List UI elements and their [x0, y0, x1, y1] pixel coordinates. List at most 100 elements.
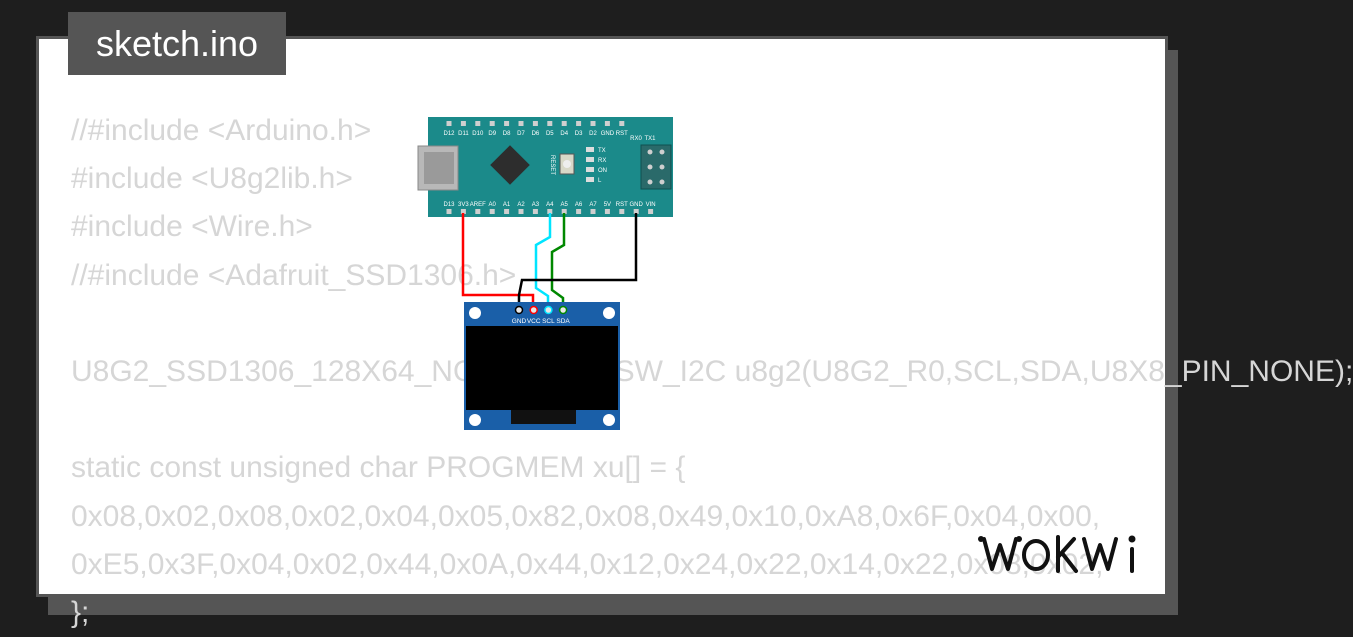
- led-label: ON: [598, 168, 607, 174]
- led-tx: [586, 147, 594, 152]
- led-label: RX: [598, 158, 606, 164]
- pin-label: D11: [458, 131, 469, 137]
- pin-label: GND: [601, 131, 615, 137]
- wire-gnd: [517, 213, 638, 310]
- pin-hole[interactable]: [446, 121, 452, 126]
- oled-pin[interactable]: [514, 305, 524, 315]
- pin-label: A2: [517, 202, 525, 208]
- pin-hole[interactable]: [619, 121, 625, 126]
- pin-label: D8: [503, 131, 511, 137]
- pin-hole[interactable]: [604, 209, 610, 214]
- oled-pin[interactable]: [558, 305, 568, 315]
- pin-hole[interactable]: [619, 209, 625, 214]
- pin-hole[interactable]: [475, 121, 481, 126]
- mcu-chip: [490, 145, 530, 185]
- pin-label: D2: [589, 131, 597, 137]
- oled-ribbon: [511, 410, 576, 424]
- pin-label: 5V: [604, 202, 611, 208]
- oled-pin-label: GND: [512, 318, 527, 325]
- pin-hole[interactable]: [504, 209, 510, 214]
- pin-hole[interactable]: [532, 209, 538, 214]
- pin-hole[interactable]: [475, 209, 481, 214]
- pin-label: D5: [546, 131, 554, 137]
- code-line: #include <U8g2lib.h>: [71, 162, 353, 196]
- led-on: [586, 167, 594, 172]
- led-label: TX: [598, 148, 606, 154]
- code-line: };: [71, 595, 90, 629]
- pin-label: TX1: [644, 136, 656, 142]
- pin-label: D9: [488, 131, 496, 137]
- pin-hole[interactable]: [590, 121, 596, 126]
- led-l: [586, 177, 594, 182]
- pin-label: D13: [443, 202, 455, 208]
- pin-hole[interactable]: [518, 209, 524, 214]
- pin-hole[interactable]: [446, 209, 452, 214]
- pin-label: RX0: [630, 136, 642, 142]
- oled-pin[interactable]: [544, 305, 553, 315]
- pin-label: A3: [532, 202, 540, 208]
- code-line: #include <Wire.h>: [71, 210, 313, 244]
- pin-label: RST: [616, 131, 628, 137]
- pin-hole[interactable]: [460, 121, 466, 126]
- oled-pin-label: VCC: [527, 318, 541, 325]
- code-line: static const unsigned char PROGMEM xu[] …: [71, 451, 686, 485]
- pin-hole[interactable]: [604, 121, 610, 126]
- mount-hole-br: [603, 414, 615, 426]
- pin-label: D4: [560, 131, 568, 137]
- oled-screen: [466, 326, 618, 410]
- oled-pin[interactable]: [529, 305, 538, 315]
- wire-vcc: [461, 213, 535, 310]
- file-tab[interactable]: sketch.ino: [68, 12, 286, 75]
- pin-label: VIN: [646, 202, 656, 208]
- pin-hole[interactable]: [547, 121, 553, 126]
- pin-label: D10: [472, 131, 484, 137]
- pin-hole[interactable]: [460, 209, 466, 214]
- reset-button-cap: [563, 160, 571, 168]
- mount-hole-tl: [469, 307, 481, 319]
- pin-label: A4: [546, 202, 554, 208]
- pin-hole[interactable]: [532, 121, 538, 126]
- pin-hole[interactable]: [561, 209, 567, 214]
- oled-pin-label: SCL: [542, 318, 555, 325]
- pin-hole[interactable]: [648, 209, 654, 214]
- pin-label: GND: [630, 202, 644, 208]
- pin-hole[interactable]: [576, 121, 582, 126]
- pin-label: A0: [489, 202, 497, 208]
- pin-label: D3: [575, 131, 583, 137]
- pin-hole[interactable]: [590, 209, 596, 214]
- code-preview: //#include <Arduino.h> #include <U8g2lib.…: [71, 107, 1353, 637]
- icsp-header: [640, 144, 672, 190]
- pin-hole[interactable]: [561, 121, 567, 126]
- arduino-board: [428, 117, 673, 217]
- pin-label: A5: [561, 202, 569, 208]
- code-line: //#include <Arduino.h>: [71, 114, 372, 147]
- oled-pin-label: SDA: [556, 318, 570, 325]
- pin-label: A1: [503, 202, 511, 208]
- pin-hole[interactable]: [576, 209, 582, 214]
- wire-sda: [550, 213, 566, 310]
- pin-label: A7: [589, 202, 597, 208]
- pin-hole[interactable]: [547, 209, 553, 214]
- mount-hole-tr: [603, 307, 615, 319]
- pin-hole[interactable]: [518, 121, 524, 126]
- wires: [461, 213, 638, 310]
- code-line: 0x08,0x02,0x08,0x02,0x04,0x05,0x82,0x08,…: [71, 499, 1101, 533]
- pin-hole[interactable]: [489, 209, 495, 214]
- pin-label: D7: [517, 131, 525, 137]
- mount-hole-bl: [469, 414, 481, 426]
- pin-label: RST: [616, 202, 628, 208]
- pin-hole[interactable]: [504, 121, 510, 126]
- wire-scl: [534, 213, 552, 310]
- usb-port-inner: [424, 152, 454, 184]
- pin-hole[interactable]: [633, 209, 639, 214]
- pin-label: D12: [443, 131, 455, 137]
- led-label: L: [598, 178, 602, 184]
- code-line: 0xE5,0x3F,0x04,0x02,0x44,0x0A,0x44,0x12,…: [71, 547, 1104, 581]
- pin-label: A6: [575, 202, 583, 208]
- pin-label: 3V3: [458, 202, 469, 208]
- pin-hole[interactable]: [489, 121, 495, 126]
- pin-label: AREF: [470, 202, 486, 208]
- code-line: //#include <Adafruit_SSD1306.h>: [71, 258, 517, 292]
